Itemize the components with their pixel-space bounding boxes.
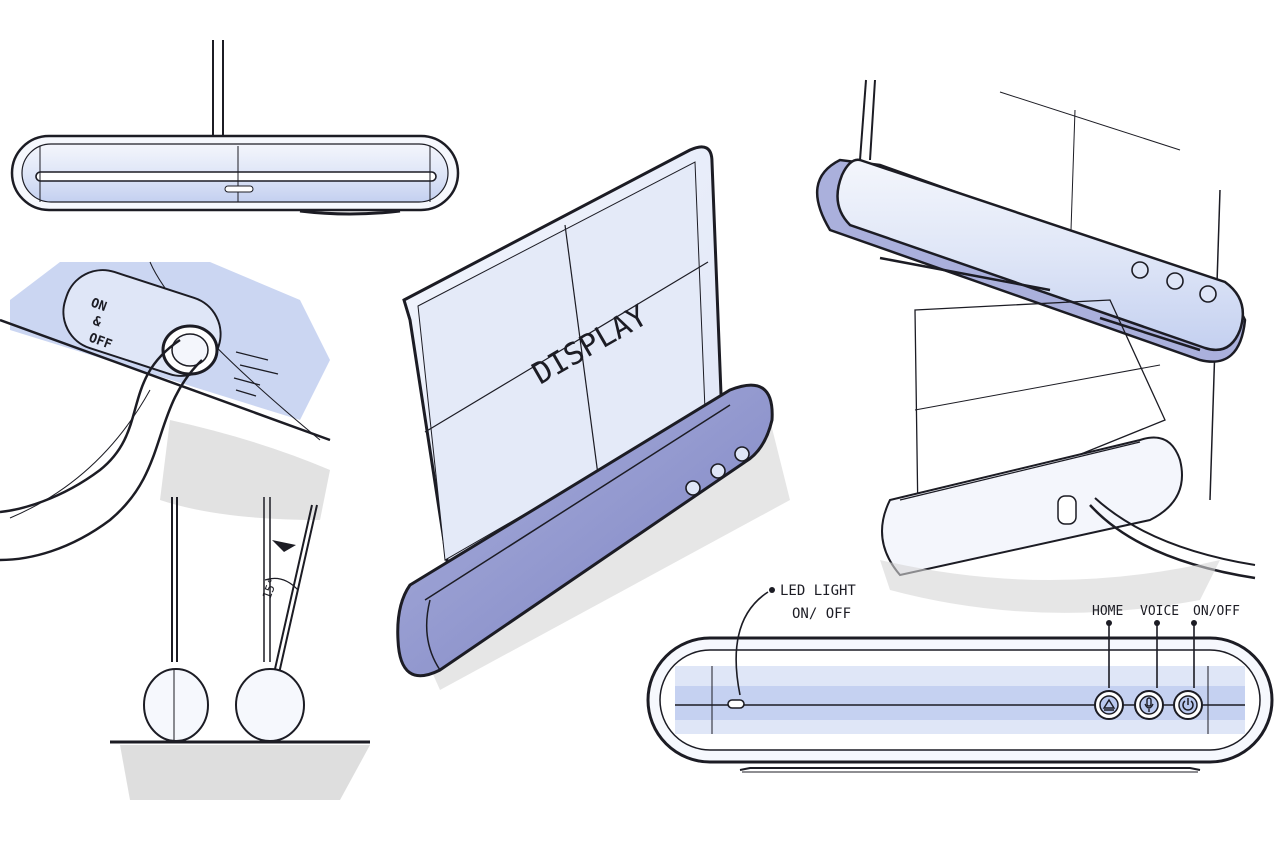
led-onoff-label: ON/ OFF bbox=[792, 606, 851, 622]
voice-label: VOICE bbox=[1140, 604, 1179, 619]
home-button[interactable] bbox=[1094, 690, 1124, 720]
top-side-view bbox=[10, 40, 460, 216]
display-stand-sketch: DISPLAY bbox=[396, 145, 790, 690]
onoff-label: ON/OFF bbox=[1193, 604, 1240, 619]
voice-icon bbox=[1144, 697, 1154, 712]
switch-on-label: ON bbox=[89, 296, 109, 316]
power-button[interactable] bbox=[1173, 690, 1203, 720]
front-view-callouts: LED LIGHT ON/ OFF HOME VOICE ON/OFF bbox=[646, 583, 1274, 773]
led-light-label: LED LIGHT bbox=[780, 583, 856, 599]
home-icon bbox=[1102, 698, 1116, 711]
power-icon bbox=[1182, 698, 1194, 711]
home-label: HOME bbox=[1092, 604, 1123, 619]
tilt-diagram: 15° bbox=[110, 497, 370, 800]
wall-mount-perspective bbox=[815, 79, 1256, 613]
switch-closeup: ON & OFF bbox=[0, 261, 331, 562]
led-indicator bbox=[727, 699, 745, 709]
voice-button[interactable] bbox=[1134, 690, 1164, 720]
tilt-angle-label: 15° bbox=[260, 576, 281, 601]
